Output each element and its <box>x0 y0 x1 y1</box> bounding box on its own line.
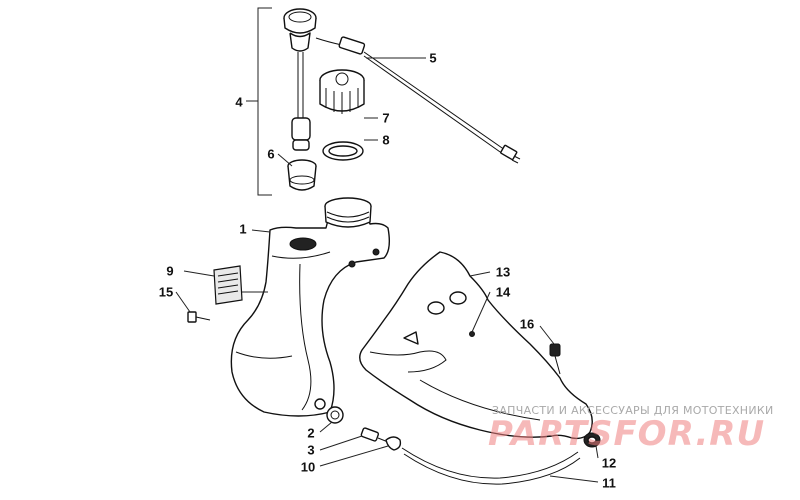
callout-9: 9 <box>166 263 174 279</box>
wire-harness <box>315 36 521 164</box>
fuel-hose <box>401 447 581 485</box>
leader-11 <box>549 475 599 483</box>
callout-14: 14 <box>495 284 511 300</box>
sender-grommet <box>287 159 317 191</box>
watermark-caption: ЗАПЧАСТИ И АКСЕССУАРЫ ДЛЯ МОТОТЕХНИКИ <box>492 404 774 417</box>
leader-16 <box>539 325 555 345</box>
leader-12 <box>595 445 599 459</box>
fuel-fitting <box>360 427 389 443</box>
group-bracket <box>257 7 272 196</box>
callout-10: 10 <box>300 459 316 475</box>
callout-7: 7 <box>382 110 390 126</box>
leader-15 <box>175 291 191 313</box>
leader-6 <box>277 153 293 167</box>
callout-15: 15 <box>158 284 174 300</box>
callout-16: 16 <box>519 316 535 332</box>
fuel-tank <box>230 197 391 417</box>
leader-2 <box>319 421 333 433</box>
warning-decal <box>213 265 243 305</box>
leader-1 <box>251 229 271 233</box>
watermark-logo: PARTSFOR.RU <box>488 414 766 454</box>
callout-12: 12 <box>601 455 617 471</box>
hose-grommet <box>583 432 601 448</box>
leader-13 <box>469 271 491 277</box>
gasket-ring <box>322 141 364 161</box>
callout-3: 3 <box>307 442 315 458</box>
hose-clamp-screw <box>549 343 561 375</box>
callout-1: 1 <box>239 221 247 237</box>
leader-10 <box>319 445 389 467</box>
leader-14 <box>471 291 491 333</box>
callout-6: 6 <box>267 146 275 162</box>
callout-4: 4 <box>235 94 243 110</box>
callout-5: 5 <box>429 50 437 66</box>
leader-3 <box>319 435 363 451</box>
callout-8: 8 <box>382 132 390 148</box>
fuel-gauge-sender <box>283 8 317 151</box>
tank-grommet <box>326 406 344 424</box>
heat-shield <box>359 251 593 440</box>
hose-clamp <box>385 436 402 451</box>
fuel-cap <box>319 69 365 114</box>
callout-2: 2 <box>307 425 315 441</box>
callout-11: 11 <box>602 475 616 491</box>
callout-13: 13 <box>495 264 511 280</box>
mounting-screw <box>187 311 211 323</box>
leader-9 <box>183 270 215 277</box>
